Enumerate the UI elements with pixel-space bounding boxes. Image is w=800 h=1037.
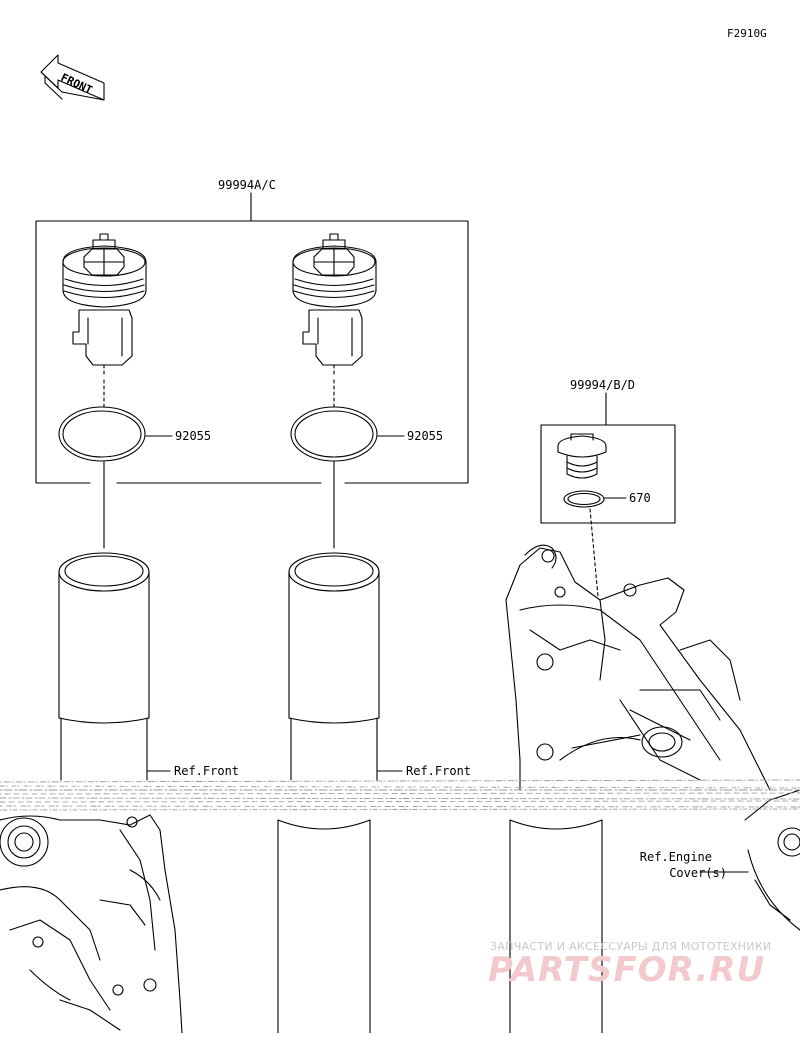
fork-lower-third (509, 819, 603, 1034)
figure-code: F2910G (727, 27, 767, 40)
fork-cap-left (62, 233, 147, 377)
ref-front-label-left: Ref.Front (174, 764, 240, 778)
front-arrow-icon: FRONT (40, 54, 105, 101)
fork-tube-left (58, 552, 171, 781)
engine-cover-right (505, 544, 800, 931)
o-ring-left (58, 379, 173, 462)
kit-left-box (35, 192, 469, 484)
o-ring-label-right: 92055 (407, 429, 444, 443)
kit-left-label: 99994A/C (218, 178, 276, 192)
watermark-tagline: ЗАПЧАСТИ И АКСЕССУАРЫ ДЛЯ МОТОТЕХНИКИ (490, 940, 772, 953)
engine-cover-left (0, 814, 183, 1034)
o-ring-label-left: 92055 (175, 429, 212, 443)
watermark-brand: PARTSFOR.RU (488, 950, 766, 990)
washer-label: 670 (629, 491, 651, 505)
fork-cap-right (292, 233, 377, 377)
kit-right-label: 99994/B/D (570, 378, 636, 392)
ref-engine-label: Ref.Engine (639, 850, 712, 864)
o-ring-right (290, 379, 405, 462)
scan-artifact-band (0, 779, 800, 811)
fork-tube-right (288, 552, 403, 781)
ref-front-label-right: Ref.Front (406, 764, 472, 778)
fork-lower-right (277, 819, 371, 1034)
kit-right-box (540, 392, 676, 598)
ref-engine-cover-label: Cover(s) (669, 866, 727, 880)
